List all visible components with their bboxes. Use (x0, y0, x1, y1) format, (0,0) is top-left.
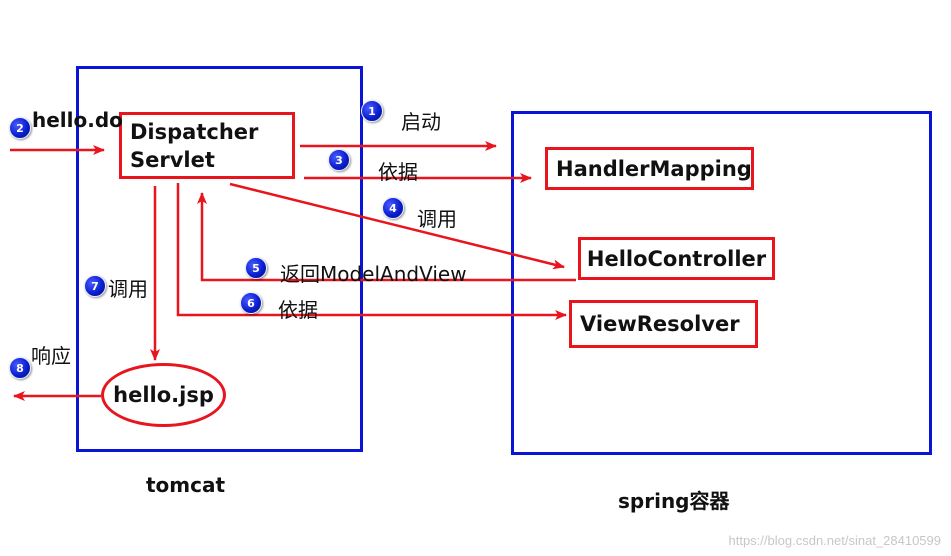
step-badge-7: 7 (84, 275, 106, 297)
hello-jsp-label: hello.jsp (113, 383, 214, 407)
request-label-hello-do: hello.do (32, 108, 123, 132)
step-badge-8: 8 (9, 357, 31, 379)
hello-controller-label: HelloController (586, 246, 767, 271)
tomcat-caption: tomcat (146, 473, 226, 497)
step-label-return-mav: 返回ModelAndView (280, 262, 467, 286)
step-label-call-controller: 调用 (417, 207, 457, 231)
step-badge-3: 3 (328, 149, 350, 171)
step-label-response: 响应 (31, 344, 71, 368)
view-resolver-box: ViewResolver (569, 300, 758, 348)
dispatcher-servlet-label-line1: Dispatcher (130, 119, 259, 144)
step-badge-1: 1 (361, 100, 383, 122)
dispatcher-servlet-box: Dispatcher Servlet (119, 112, 295, 179)
step-badge-2: 2 (9, 117, 31, 139)
step-label-startup: 启动 (401, 110, 441, 134)
spring-caption: spring容器 (618, 489, 730, 513)
handler-mapping-box: HandlerMapping (545, 147, 754, 190)
arrow-call-controller (229, 182, 565, 270)
step-label-basis-handler: 依据 (378, 160, 418, 184)
step-label-call-jsp: 调用 (108, 277, 148, 301)
view-resolver-label: ViewResolver (580, 312, 740, 336)
step-badge-5: 5 (245, 257, 267, 279)
dispatcher-servlet-label-line2: Servlet (130, 147, 215, 172)
arrow-return-modelandview (197, 192, 576, 282)
hello-jsp-ellipse: hello.jsp (101, 363, 226, 427)
step-badge-6: 6 (240, 292, 262, 314)
handler-mapping-label: HandlerMapping (556, 156, 752, 181)
step-label-basis-resolver: 依据 (278, 298, 318, 322)
watermark: https://blog.csdn.net/sinat_28410599 (728, 533, 942, 548)
step-badge-4: 4 (382, 197, 404, 219)
arrow-view-resolver (176, 183, 567, 320)
hello-controller-box: HelloController (578, 237, 775, 280)
